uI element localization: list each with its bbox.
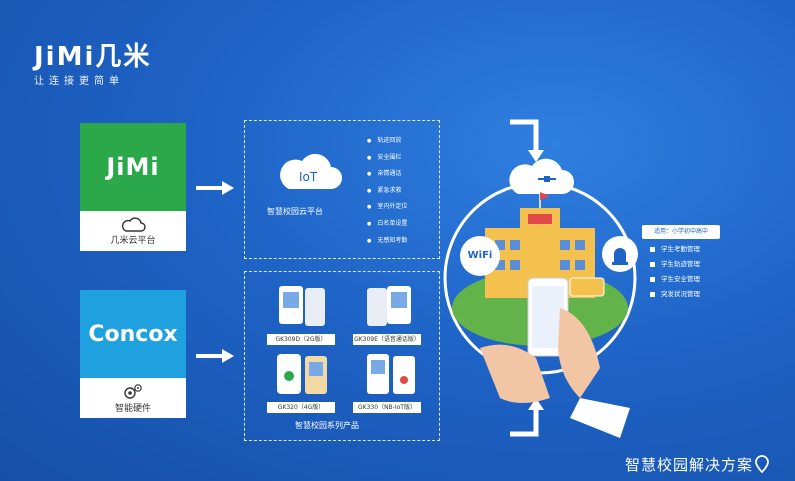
iot-cloud-icon <box>280 153 342 189</box>
school-scene-illustration <box>443 119 637 438</box>
feature-list: 轨迹回放 安全围栏 亲情通话 紧急求救 室内外定位 白名单设置 无感知考勤 <box>367 133 407 249</box>
platform-box: IoT 智慧校园云平台 轨迹回放 安全围栏 亲情通话 紧急求救 室内外定位 白名… <box>244 120 440 259</box>
feature-item: 安全围栏 <box>367 150 407 167</box>
product-label: GK320（4G版） <box>267 402 335 413</box>
wifi-badge: WiFi <box>460 236 500 276</box>
usage-title: 适用：小学初中高中 <box>642 225 720 239</box>
cloud-icon <box>121 216 146 232</box>
arrow-right-icon <box>196 181 234 195</box>
jimi-card-logo: JiMi <box>80 123 186 211</box>
solution-title: 智慧校园解决方案 <box>624 456 753 474</box>
usage-item: 学生轨迹管理 <box>650 257 700 272</box>
gear-icon <box>124 383 142 399</box>
feature-item: 紧急求救 <box>367 183 407 200</box>
usage-item: 学生考勤管理 <box>650 242 700 257</box>
location-pin-icon <box>755 455 769 473</box>
product-card-device <box>367 354 415 394</box>
alarm-badge <box>602 236 638 272</box>
product-card-device <box>277 354 327 394</box>
concox-card-logo: Concox <box>80 290 186 378</box>
usage-item: 突发状况管理 <box>650 287 700 302</box>
product-label: GK309D（2G版） <box>267 334 335 345</box>
arrow-right-icon <box>196 349 234 363</box>
feature-item: 室内外定位 <box>367 199 407 216</box>
brand-slogan: 让连接更简单 <box>34 76 124 87</box>
feature-item: 白名单设置 <box>367 216 407 233</box>
iot-cloud-label: IoT <box>299 170 318 184</box>
jimi-card-label: 几米云平台 <box>110 235 156 246</box>
alarm-light-icon <box>612 248 628 265</box>
brand-logo: JiMi几米 <box>34 42 152 72</box>
feature-item: 亲情通话 <box>367 166 407 183</box>
platform-title: 智慧校园云平台 <box>267 207 323 216</box>
concox-card: Concox 智能硬件 <box>80 290 186 418</box>
product-card-device <box>279 286 325 326</box>
usage-list: 学生考勤管理 学生轨迹管理 学生安全管理 突发状况管理 <box>650 242 700 302</box>
products-box: GK309D（2G版） GK309E（语音通话版） GK320（4G版） GK3… <box>244 271 440 441</box>
satellite-icon <box>538 176 556 182</box>
product-label: GK330（NB-IoT版） <box>353 402 421 413</box>
usage-item: 学生安全管理 <box>650 272 700 287</box>
feature-item: 轨迹回放 <box>367 133 407 150</box>
products-title: 智慧校园系列产品 <box>295 421 359 430</box>
product-card-device <box>367 286 411 326</box>
jimi-card: JiMi 几米云平台 <box>80 123 186 251</box>
concox-card-label: 智能硬件 <box>114 403 151 414</box>
product-label: GK309E（语音通话版） <box>353 334 421 345</box>
feature-item: 无感知考勤 <box>367 233 407 250</box>
